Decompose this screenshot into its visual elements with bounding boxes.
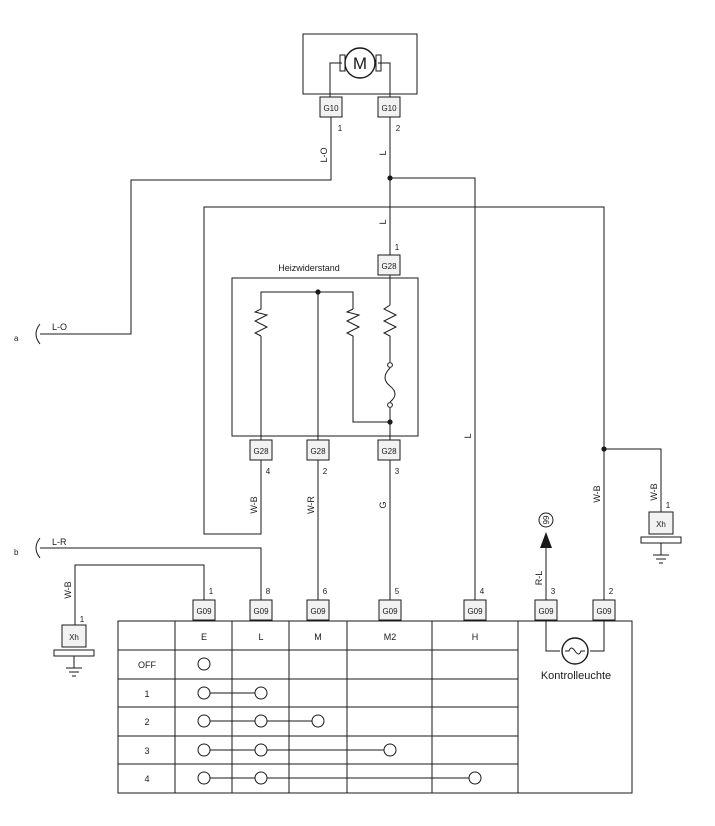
- wire-label-l-long: L: [463, 433, 473, 438]
- connector-switch-name: G09: [196, 607, 212, 616]
- svg-text:4: 4: [266, 467, 271, 476]
- wire-label-lr-b: L-R: [52, 537, 67, 547]
- svg-text:Xh: Xh: [656, 520, 666, 529]
- connector-switch-pin: 1: [209, 587, 214, 596]
- connector-switch-4: G09 4: [463, 587, 487, 621]
- svg-text:G28: G28: [381, 262, 397, 271]
- connector-switch-pin: 3: [551, 587, 556, 596]
- switch-table: E L M M2 H OFF 1 2 3 4 Kont: [117, 620, 633, 794]
- col-header-e: E: [201, 632, 207, 642]
- svg-text:1: 1: [80, 615, 85, 624]
- wire-lo-motor: [40, 117, 332, 335]
- wire-label-rl: R-L: [534, 571, 544, 586]
- wire-label-wb-res: W-B: [249, 496, 259, 513]
- connector-resistor-b1: G28 4: [249, 439, 273, 476]
- connector-switch-name: G09: [596, 607, 612, 616]
- svg-text:G28: G28: [381, 447, 397, 456]
- wire-label-lo-a: L-O: [52, 322, 67, 332]
- svg-text:Xh: Xh: [69, 633, 79, 642]
- row-label-4: 4: [144, 774, 149, 784]
- arrow-up-icon: [540, 532, 552, 548]
- connector-switch-pin: 2: [609, 587, 614, 596]
- col-header-m2: M2: [384, 632, 397, 642]
- connector-switch-pin: 8: [266, 587, 271, 596]
- connector-switch-name: G09: [382, 607, 398, 616]
- svg-text:G28: G28: [310, 447, 326, 456]
- ref-a-bracket: [35, 323, 41, 345]
- svg-text:G10: G10: [381, 104, 397, 113]
- svg-text:1: 1: [338, 124, 343, 133]
- wire-label-l-res: L: [378, 219, 388, 224]
- wire-label-wr-res: W-R: [306, 496, 316, 514]
- ref-b-bracket: [35, 537, 41, 559]
- junction-res-bottom: [387, 419, 393, 425]
- ref-target-circle: [538, 512, 554, 528]
- connector-switch-name: G09: [538, 607, 554, 616]
- connector-switch-name: G09: [253, 607, 269, 616]
- row-label-2: 2: [144, 717, 149, 727]
- ground-right: 1 Xh: [640, 501, 682, 564]
- row-label-3: 3: [144, 746, 149, 756]
- connector-switch-name: G09: [310, 607, 326, 616]
- connector-switch-1: G09 1: [192, 587, 216, 621]
- wire-wb-loop: [203, 206, 605, 600]
- heizwiderstand-box: [231, 277, 419, 437]
- svg-text:1: 1: [395, 243, 400, 252]
- col-header-m: M: [314, 632, 322, 642]
- connector-resistor-b3: G28 3: [377, 439, 401, 476]
- col-header-h: H: [472, 632, 479, 642]
- row-label-1: 1: [144, 689, 149, 699]
- wire-wb-ground-left: [74, 564, 205, 625]
- svg-text:G10: G10: [323, 104, 339, 113]
- wire-label-l-motor: L: [378, 150, 388, 155]
- motor-symbol: M: [353, 54, 367, 73]
- svg-text:G28: G28: [253, 447, 269, 456]
- wire-label-lo-motor: L-O: [319, 147, 329, 162]
- connector-switch-8: G09 8: [249, 587, 273, 621]
- connector-switch-pin: 4: [480, 587, 485, 596]
- heizwiderstand-label: Heizwiderstand: [278, 263, 340, 273]
- connector-switch-pin: 5: [395, 587, 400, 596]
- svg-text:2: 2: [323, 467, 328, 476]
- ref-b: b: [14, 548, 19, 557]
- connector-motor-right: G10 2: [377, 96, 401, 133]
- connector-switch-6: G09 6: [306, 587, 330, 621]
- wire-label-wb-ground-left: W-B: [63, 581, 73, 598]
- ground-left: 1 Xh: [53, 615, 95, 677]
- svg-text:3: 3: [395, 467, 400, 476]
- col-header-l: L: [258, 632, 263, 642]
- ref-target: 99: [542, 515, 551, 524]
- svg-text:1: 1: [666, 501, 671, 510]
- svg-text:2: 2: [396, 124, 401, 133]
- wire-l-long: [390, 177, 476, 600]
- connector-switch-5: G09 5: [378, 587, 402, 621]
- wire-label-wb-switch: W-B: [592, 485, 602, 502]
- connector-resistor-top: G28 1: [377, 243, 401, 276]
- blower-motor: M: [302, 33, 418, 97]
- lamp-icon: [561, 637, 589, 665]
- kontrollleuchte-label: Kontrolleuchte: [541, 670, 611, 682]
- ref-a: a: [14, 334, 19, 343]
- wire-label-g-res: G: [378, 501, 388, 508]
- connector-switch-pin: 6: [323, 587, 328, 596]
- wire-wb-ground-right: [604, 448, 662, 512]
- wire-lr-b: [40, 547, 262, 600]
- row-label-off: OFF: [138, 660, 156, 670]
- wire-label-wb-ground-right: W-B: [649, 483, 659, 500]
- connector-switch-name: G09: [467, 607, 483, 616]
